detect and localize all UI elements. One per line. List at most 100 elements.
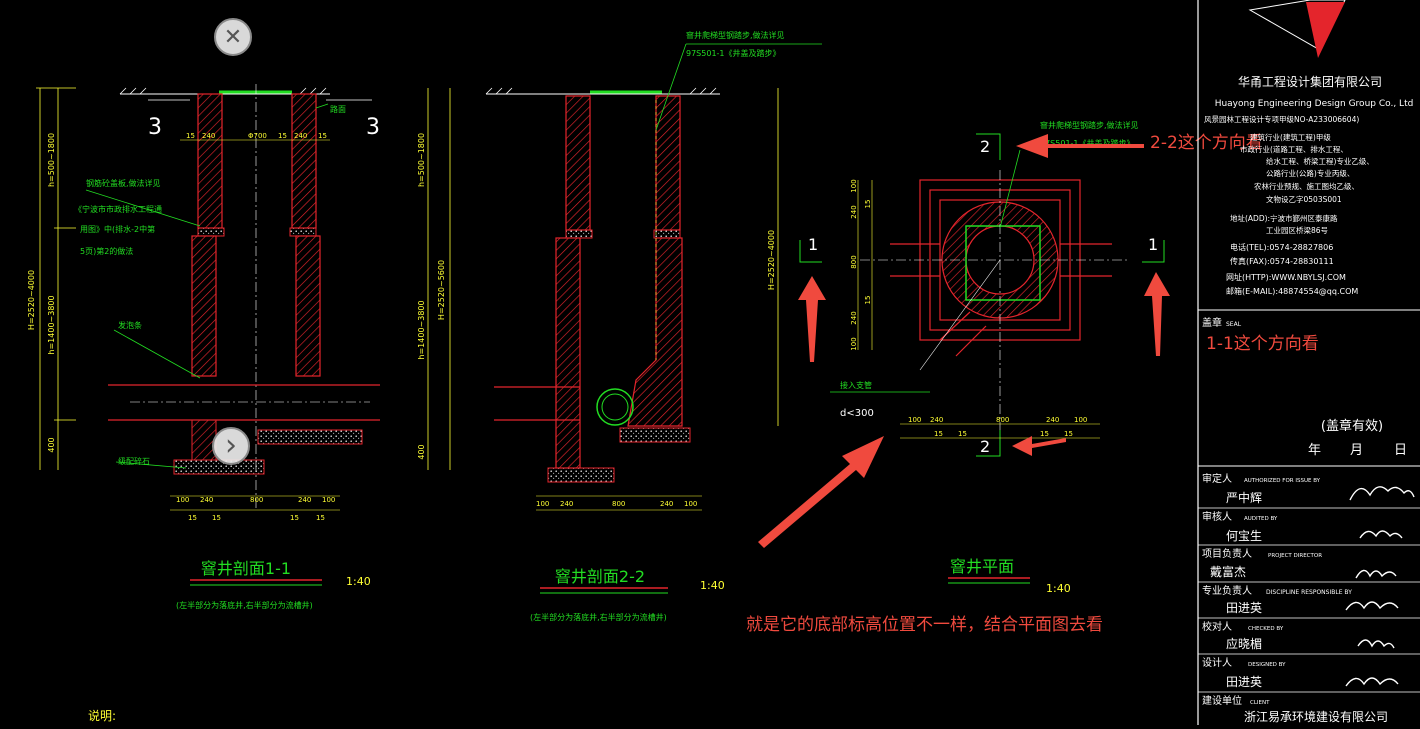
arrow-diagonal-icon — [758, 436, 884, 548]
dim-lower-2-2: h=1400~3800 — [417, 300, 426, 359]
qual-3: 公路行业(公路)专业丙级、 — [1266, 168, 1354, 178]
plan-dim-bot-0: 100 — [908, 416, 921, 424]
title-block: 华甬工程设计集团有限公司 Huayong Engineering Design … — [1197, 0, 1420, 725]
signature-4 — [1357, 639, 1395, 649]
annotation-2-2: 2-2这个方向看 — [1150, 133, 1263, 153]
role-label-1: 审核人 — [1202, 510, 1232, 523]
tel: 电话(TEL):0574-28827806 — [1230, 242, 1333, 252]
dim-small-0: 15 — [188, 514, 197, 522]
dim-bot-2-2-1: 240 — [560, 500, 573, 508]
date-year: 年 — [1308, 443, 1321, 458]
annotation-bottom: 就是它的底部标高位置不一样，结合平面图去看 — [746, 615, 1103, 635]
role-name-1: 何宝生 — [1226, 529, 1262, 543]
dim-top-0: 15 — [186, 132, 195, 140]
label-ref-2-2: 97S501-1《井盖及踏步》 — [686, 48, 781, 58]
role-label-0: 审定人 — [1202, 472, 1232, 485]
section-2-2: H=2520~5600 h=500~1800 h=1400~3800 400 H… — [417, 30, 822, 622]
cut-2-top: 2 — [980, 137, 990, 156]
signature-5 — [1345, 677, 1399, 687]
dim-bot-2-2-4: 100 — [684, 500, 697, 508]
role-en-3: DISCIPLINE RESPONSIBLE BY — [1266, 589, 1352, 596]
fax: 传真(FAX):0574-28830111 — [1230, 256, 1334, 266]
dim-small-2: 15 — [290, 514, 299, 522]
dim-top-5: 15 — [318, 132, 327, 140]
arrow-left-small-icon — [1012, 436, 1066, 456]
web: 网址(HTTP):WWW.NBYLSJ.COM — [1226, 272, 1346, 282]
role-label-4: 校对人 — [1202, 620, 1232, 633]
dim-bot-4: 100 — [322, 496, 335, 504]
dim-bot-2-2-2: 800 — [612, 500, 625, 508]
role-label-3: 专业负责人 — [1202, 584, 1252, 597]
dim-bot-1: 240 — [200, 496, 213, 504]
company-name-cn: 华甬工程设计集团有限公司 — [1238, 74, 1382, 89]
label-ladder-plan: 窨井爬梯型钢踏步,做法详见 — [1040, 120, 1139, 130]
dim-top-1: 240 — [202, 132, 215, 140]
plan-dim-side-3: 800 — [850, 255, 858, 268]
dim-small-1: 15 — [212, 514, 221, 522]
label-ref2-1-1: 用图》中(排水-2中第 — [80, 224, 155, 234]
role-name-4: 应晓楣 — [1226, 636, 1262, 651]
role-en-2: PROJECT DIRECTOR — [1268, 553, 1322, 559]
label-dia-plan: d<300 — [840, 408, 874, 419]
label-ref1-1-1: 《宁波市市政排水工程通 — [74, 204, 162, 214]
plan-dim-bot-4: 100 — [1074, 416, 1087, 424]
role-en-5: DESIGNED BY — [1248, 662, 1286, 668]
qual-5: 文物设乙字0503S001 — [1266, 194, 1342, 204]
label-joint-1-1: 发泡条 — [118, 320, 142, 330]
dim-top-4: 240 — [294, 132, 307, 140]
company-name-en: Huayong Engineering Design Group Co., Lt… — [1215, 99, 1414, 109]
dim-total-2-2: H=2520~5600 — [437, 260, 446, 320]
plan-view: 窨井爬梯型钢踏步,做法详见 97S501-1《井盖及踏步》 接入支管 d<300… — [799, 120, 1165, 595]
dim-total-1-1: H=2520~4000 — [27, 270, 36, 330]
label-ladder-2-2: 窨井爬梯型钢踏步,做法详见 — [686, 30, 785, 40]
section-1-1: 3 3 H=2520~4000 h=500~1800 h=1400~3800 4… — [27, 84, 380, 610]
cut-mark-3-right: 3 — [366, 115, 380, 140]
cert-no: 风景园林工程设计专项甲级NO-A233006604) — [1204, 114, 1359, 124]
dim-upper-1-1: h=500~1800 — [47, 133, 56, 187]
next-image-button[interactable]: › — [212, 427, 250, 465]
title-plan: 窨井平面 — [950, 557, 1014, 576]
dim-lower-1-1: h=1400~3800 — [47, 295, 56, 354]
role-name-6: 浙江易承环境建设有限公司 — [1244, 709, 1388, 724]
role-label-2: 项目负责人 — [1202, 547, 1252, 560]
cut-1-right: 1 — [1148, 235, 1158, 254]
arrow-left-icon — [1016, 134, 1144, 158]
label-road-1-1: 路面 — [330, 104, 346, 114]
title-2-2: 窨井剖面2-2 — [555, 567, 645, 586]
dim-top-3: 15 — [278, 132, 287, 140]
signature-0 — [1349, 486, 1415, 501]
scale-plan: 1:40 — [1046, 582, 1071, 595]
signature-1 — [1359, 530, 1403, 539]
role-name-0: 严中辉 — [1226, 490, 1262, 505]
qual-1: 市政行业(道路工程、排水工程、 — [1240, 144, 1348, 154]
seal-valid: (盖章有效) — [1321, 418, 1383, 434]
signature-2 — [1355, 569, 1397, 579]
arrow-up-left-icon — [798, 276, 826, 362]
email: 邮箱(E-MAIL):48874554@qq.COM — [1226, 286, 1358, 296]
qual-4: 农林行业预规、施工图均乙级、 — [1254, 181, 1359, 191]
company-logo-icon — [1248, 0, 1346, 51]
company-logo-mark-icon — [1306, 2, 1345, 58]
dim-bot-2: 800 — [250, 496, 263, 504]
close-icon: ✕ — [223, 24, 243, 50]
plan-dim-bot-1: 240 — [930, 416, 943, 424]
arrow-up-right-icon — [1144, 272, 1170, 356]
seal-label-en: SEAL — [1226, 321, 1242, 328]
plan-dim-small-2: 15 — [1040, 430, 1049, 438]
role-name-2: 戴富杰 — [1210, 564, 1246, 579]
annotation-arrows — [758, 134, 1170, 548]
close-button[interactable]: ✕ — [214, 18, 252, 56]
role-en-0: AUTHORIZED FOR ISSUE BY — [1244, 478, 1321, 484]
scale-1-1: 1:40 — [346, 575, 371, 588]
role-label-5: 设计人 — [1202, 656, 1232, 669]
signature-3 — [1345, 601, 1399, 611]
role-name-3: 田进英 — [1226, 601, 1262, 615]
plan-dim-bot-2: 800 — [996, 416, 1009, 424]
date-day: 日 — [1394, 443, 1407, 458]
dim-bot-0: 100 — [176, 496, 189, 504]
explain-label: 说明: — [88, 708, 116, 723]
plan-dim-side-4: 15 — [864, 296, 872, 305]
label-cover-1-1: 钢筋砼盖板,做法详见 — [86, 178, 161, 188]
cut-mark-3-left: 3 — [148, 115, 162, 140]
